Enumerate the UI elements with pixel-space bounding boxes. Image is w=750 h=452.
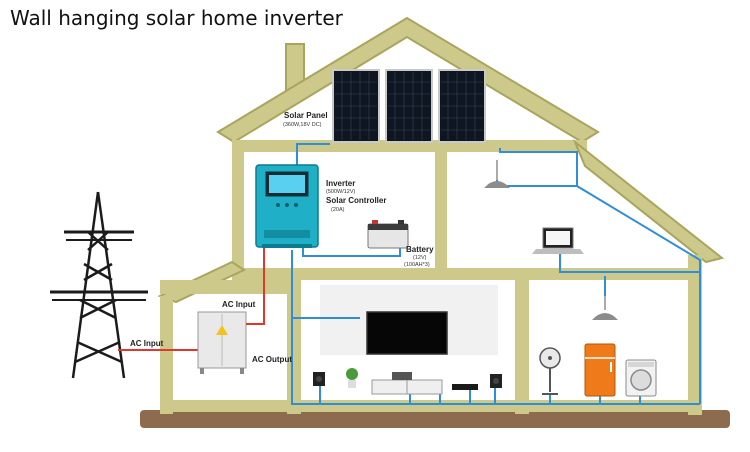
- battery-label: Battery (12V) (100AH*3): [404, 245, 434, 268]
- solar-panels: [332, 69, 486, 143]
- wall-tv: [366, 311, 448, 355]
- laptop: [532, 227, 584, 254]
- ac-output-label: AC Output: [252, 355, 292, 364]
- living-room-wall-right: [515, 280, 529, 414]
- mid-floor: [232, 268, 702, 280]
- solar-panel-name: Solar Panel: [284, 111, 328, 120]
- solar-panel-2: [385, 69, 433, 143]
- battery-unit: [367, 220, 409, 249]
- floor-slab: [160, 400, 702, 412]
- inverter-name: Inverter: [326, 179, 355, 188]
- upper-middle-wall: [435, 150, 447, 278]
- ac-input-left-label: AC Input: [130, 339, 164, 348]
- ac-distribution-box: [197, 311, 247, 374]
- solar-panel-3: [438, 69, 486, 143]
- tv-cabinet: [371, 372, 443, 395]
- potted-plant: [346, 368, 358, 388]
- solar-panel-spec: (360W,18V DC): [283, 122, 322, 128]
- ceiling-lamp-upper: [484, 160, 510, 188]
- solar-controller-name: Solar Controller: [326, 196, 386, 205]
- upper-wall-left: [232, 140, 244, 278]
- solar-panel-1: [332, 69, 380, 143]
- speaker-left: [313, 372, 325, 386]
- solar-controller-spec: (20A): [331, 207, 345, 213]
- stereo: [452, 384, 478, 390]
- annex-wall-right: [287, 280, 301, 414]
- battery-name: Battery: [406, 245, 434, 254]
- refrigerator: [584, 343, 616, 397]
- annex-ceiling: [160, 280, 300, 294]
- annex-wall-left: [160, 296, 173, 414]
- solar-panel-label: Solar Panel (360W,18V DC): [283, 111, 328, 128]
- battery-spec-capacity: (100AH*3): [404, 262, 430, 268]
- battery-spec-voltage: (12V): [413, 255, 427, 261]
- standing-fan: [539, 347, 561, 395]
- right-roof: [572, 138, 725, 264]
- ac-input-wire: [246, 248, 265, 325]
- ground-strip: [140, 410, 730, 428]
- speaker-right: [490, 374, 502, 388]
- ac-input-top-label: AC Input: [222, 300, 256, 309]
- inverter-spec: (500W/12V): [326, 189, 356, 195]
- page-title: Wall hanging solar home inverter: [10, 6, 343, 30]
- inverter-unit: [255, 164, 319, 248]
- ceiling-lamp-lower: [592, 296, 618, 320]
- power-pylon: [50, 191, 148, 379]
- inverter-label: Inverter (500W/12V) Solar Controller (20…: [326, 179, 386, 213]
- washing-machine: [625, 359, 657, 397]
- right-wall: [688, 255, 702, 415]
